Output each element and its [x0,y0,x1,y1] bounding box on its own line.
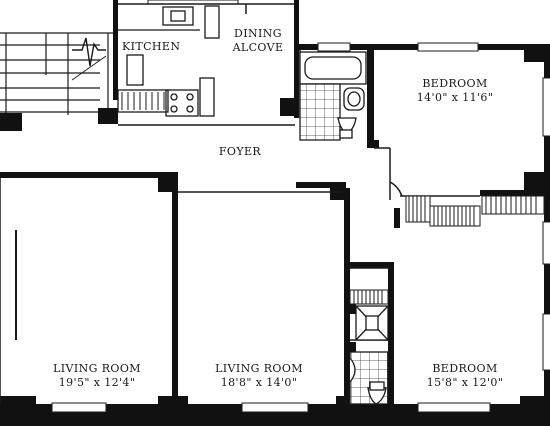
dining-alcove-label-line2: ALCOVE [232,41,284,54]
stairwell [0,32,115,125]
bedroom-bottom-label: BEDROOM [432,362,497,375]
windows [51,0,550,413]
living-room-left-dimensions: 19'5" x 12'4" [59,376,136,389]
foyer-label: FOYER [219,145,262,158]
kitchen-label: KITCHEN [122,40,180,53]
bedroom-top-dimensions: 14'0" x 11'6" [417,91,494,104]
closet-shelves [349,195,545,305]
bathroom-bottom [349,305,389,405]
bathroom-top [299,51,367,141]
dining-alcove-label-line1: DINING [234,27,282,40]
living-room-center-dimensions: 18'8" x 14'0" [221,376,298,389]
kitchen-fixtures [117,5,220,117]
bedroom-top-label: BEDROOM [422,77,487,90]
living-room-center-label: LIVING ROOM [215,362,303,375]
bedroom-bottom-dimensions: 15'8" x 12'0" [427,376,504,389]
room-labels: KITCHEN DINING ALCOVE BEDROOM 14'0" x 11… [53,27,503,389]
living-room-left-label: LIVING ROOM [53,362,141,375]
